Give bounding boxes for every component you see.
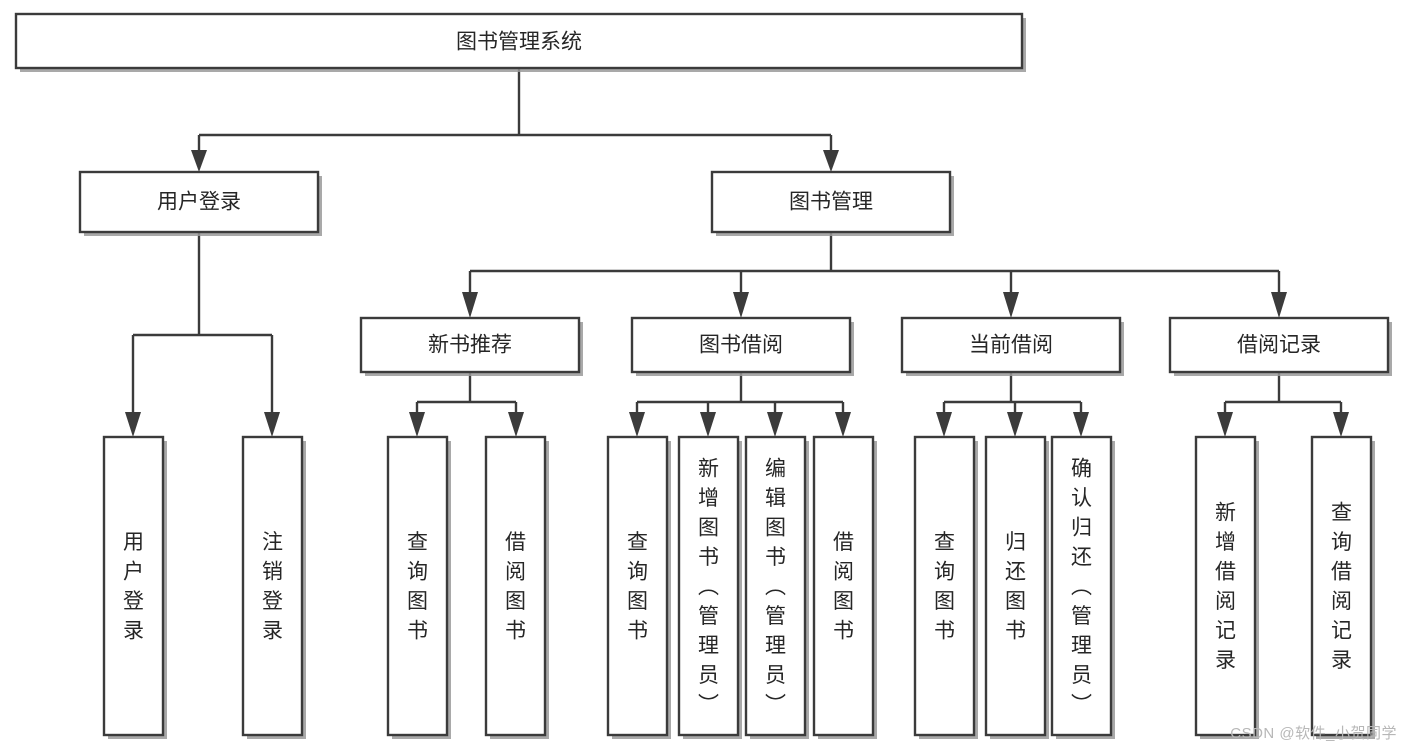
borrow-record-label: 借阅记录 [1237,334,1321,357]
leaf-label: 借阅图书 [505,531,526,643]
book-borrow-box[interactable] [630,316,852,374]
new-book-recommend-label: 新书推荐 [428,334,512,357]
node-root[interactable]: 图书管理系统 [14,12,1026,72]
leaf-node[interactable]: 查询图书 [386,435,451,739]
arrow-head-leaf-user-login [125,412,141,437]
arrow-head-bb-leaf-4 [835,412,851,437]
arrow-head-book-mgmt [823,150,839,172]
leaf-box[interactable] [1194,435,1257,737]
current-borrow-label: 当前借阅 [969,334,1053,357]
leaf-label: 查询图书 [407,531,428,643]
arrow-head-nbr-leaf-1 [409,412,425,437]
leaf-node[interactable]: 查询图书 [606,435,671,739]
node-book-management[interactable]: 图书管理 [710,170,954,236]
new-book-recommend-box[interactable] [359,316,581,374]
leaf-node[interactable]: 借阅图书 [812,435,877,739]
arrow-head-bb-leaf-1 [629,412,645,437]
book-management-box[interactable] [710,170,952,234]
arrow-head-current-borrow [1003,292,1019,318]
arrow-head-bb-leaf-3 [767,412,783,437]
leaf-box[interactable] [984,435,1047,737]
leaf-node[interactable]: 新增借阅记录 [1194,435,1259,739]
arrow-head-new-book-rec [462,292,478,318]
leaf-label: 新增图书︵管理员︶ [698,457,719,716]
leaf-node[interactable]: 借阅图书 [484,435,549,739]
leaf-node[interactable]: 查询图书 [913,435,978,739]
leaf-label: 新增借阅记录 [1215,502,1236,673]
book-management-label: 图书管理 [789,191,873,214]
user-login-box[interactable] [78,170,320,234]
arrow-head-cb-leaf-3 [1073,412,1089,437]
node-borrow-record[interactable]: 借阅记录 [1168,316,1392,376]
leaf-node[interactable]: 注销登录 [241,435,306,739]
leaf-box[interactable] [606,435,669,737]
arrow-head-cb-leaf-1 [936,412,952,437]
leaf-label: 查询图书 [934,531,955,643]
leaf-node[interactable]: 用户登录 [102,435,167,739]
leaf-node[interactable]: 新增图书︵管理员︶ [677,435,742,739]
connector-layer [125,68,1349,437]
arrow-head-cb-leaf-2 [1007,412,1023,437]
leaf-node[interactable]: 归还图书 [984,435,1049,739]
arrow-head-book-borrow [733,292,749,318]
arrow-head-leaf-logout [264,412,280,437]
leaf-label: 归还图书 [1005,531,1026,643]
borrow-record-box[interactable] [1168,316,1390,374]
arrow-head-user-login [191,150,207,172]
leaf-label: 借阅图书 [833,531,854,643]
leaf-box[interactable] [241,435,304,737]
user-login-label: 用户登录 [157,191,241,214]
arrow-head-borrow-record [1271,292,1287,318]
leaf-node-layer: 用户登录 注销登录 查询图书 借阅图书 查询图书 新增图书︵管理员︶ 编辑图书︵管理员︶ 借阅… [102,435,1375,739]
root-box[interactable] [14,12,1024,70]
leaf-box[interactable] [677,435,740,737]
arrow-head-bb-leaf-2 [700,412,716,437]
leaf-label: 注销登录 [262,531,283,643]
csdn-watermark: CSDN @软件_小贺同学 [1230,725,1397,742]
node-book-borrow[interactable]: 图书借阅 [630,316,854,376]
book-borrow-label: 图书借阅 [699,334,783,357]
leaf-label: 用户登录 [123,531,144,643]
arrow-head-br-leaf-2 [1333,412,1349,437]
arrow-head-nbr-leaf-2 [508,412,524,437]
node-current-borrow[interactable]: 当前借阅 [900,316,1124,376]
leaf-label: 编辑图书︵管理员︶ [765,457,786,716]
leaf-box[interactable] [913,435,976,737]
leaf-box[interactable] [744,435,807,737]
leaf-label: 查询借阅记录 [1331,502,1352,673]
leaf-box[interactable] [102,435,165,737]
node-new-book-recommend[interactable]: 新书推荐 [359,316,583,376]
leaf-node[interactable]: 确认归还︵管理员︶ [1050,435,1115,739]
leaf-node[interactable]: 查询借阅记录 [1310,435,1375,739]
leaf-box[interactable] [484,435,547,737]
leaf-box[interactable] [1310,435,1373,737]
leaf-box[interactable] [812,435,875,737]
arrow-head-br-leaf-1 [1217,412,1233,437]
leaf-box[interactable] [1050,435,1113,737]
leaf-node[interactable]: 编辑图书︵管理员︶ [744,435,809,739]
current-borrow-box[interactable] [900,316,1122,374]
leaf-label: 确认归还︵管理员︶ [1071,457,1092,716]
leaf-label: 查询图书 [627,531,648,643]
root-label: 图书管理系统 [456,31,582,54]
node-user-login[interactable]: 用户登录 [78,170,322,236]
leaf-box[interactable] [386,435,449,737]
